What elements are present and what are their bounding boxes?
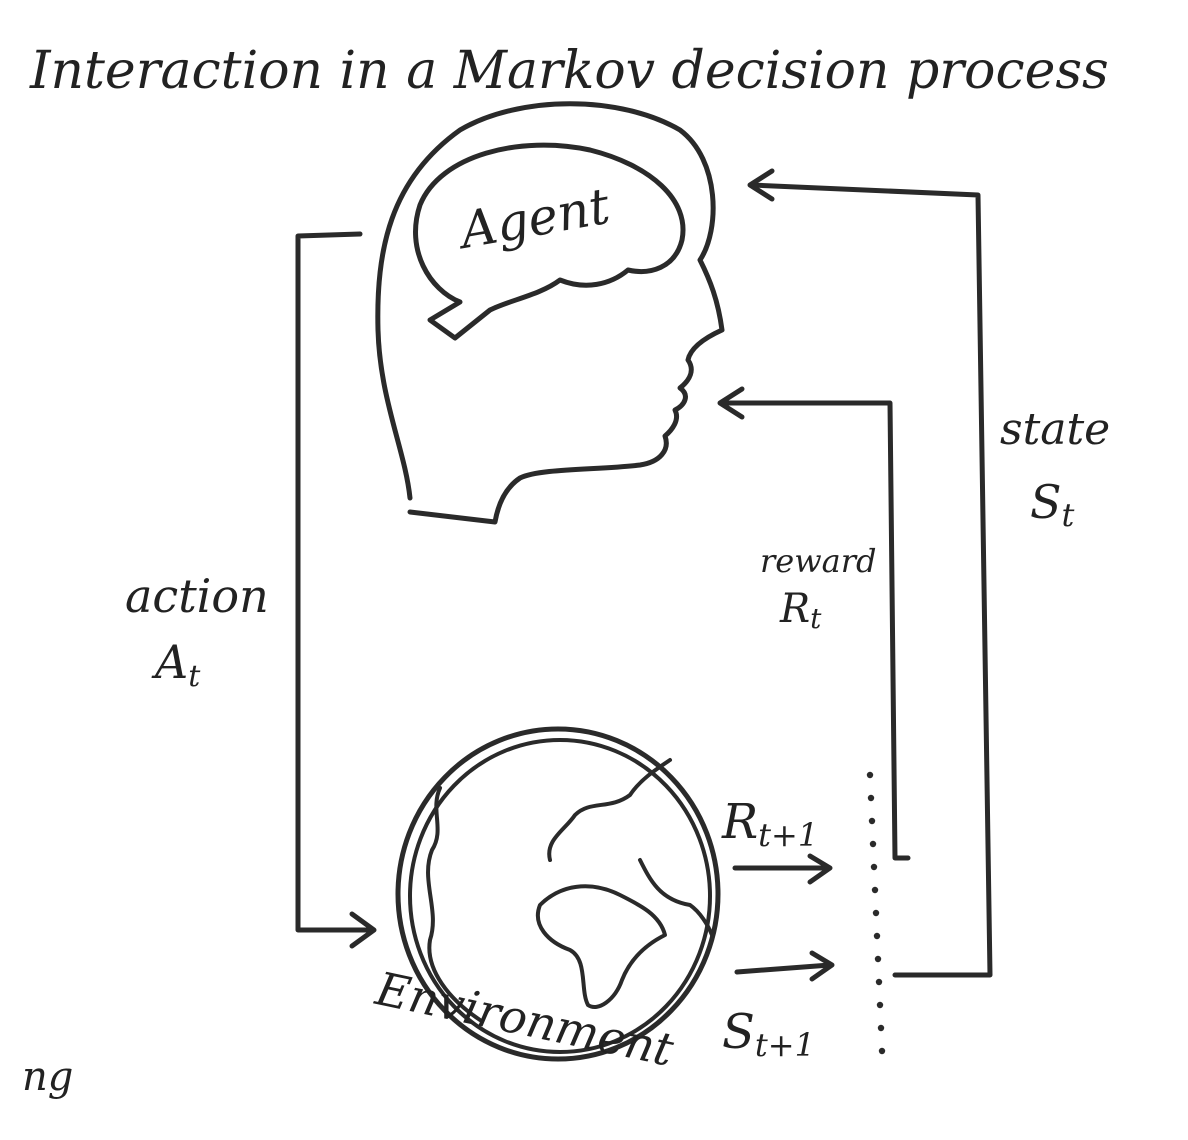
next-state-arrow xyxy=(734,950,835,982)
divider-dot xyxy=(867,794,875,802)
action-symbol: At xyxy=(151,635,201,694)
agent-head xyxy=(375,101,725,525)
divider-dot xyxy=(871,886,879,894)
next-reward-arrow xyxy=(732,853,833,885)
next-reward-symbol: Rt+1 xyxy=(721,794,818,854)
action-symbol-letter: A xyxy=(151,635,188,689)
state-symbol-letter: S xyxy=(1030,475,1062,529)
action-label: action xyxy=(125,569,269,623)
next-state-symbol: St+1 xyxy=(722,1004,815,1064)
divider-dot xyxy=(877,1024,885,1032)
time-step-divider xyxy=(866,771,886,1055)
next-reward-symbol-letter: R xyxy=(721,794,758,850)
state-label: state xyxy=(1000,404,1110,455)
brain-outline xyxy=(413,142,686,341)
reward-symbol-subscript: t xyxy=(810,602,822,635)
state-arrow xyxy=(747,168,993,978)
state-symbol-subscript: t xyxy=(1062,496,1075,534)
divider-dot xyxy=(869,840,877,848)
divider-dot xyxy=(870,863,878,871)
reward-symbol-letter: R xyxy=(779,586,810,632)
divider-dot xyxy=(866,771,874,779)
agent-label: Agent xyxy=(452,177,615,261)
reward-label: reward xyxy=(760,542,876,580)
divider-dot xyxy=(868,817,876,825)
divider-dot xyxy=(874,955,882,963)
action-symbol-subscript: t xyxy=(188,659,201,694)
next-state-symbol-subscript: t+1 xyxy=(755,1026,815,1064)
continent-americas-outline xyxy=(426,786,482,1022)
divider-dot xyxy=(876,1001,884,1009)
divider-dot xyxy=(878,1047,886,1055)
continent-europe-outline xyxy=(547,758,672,862)
diagram-title: Interaction in a Markov decision process xyxy=(29,41,1109,101)
state-symbol: St xyxy=(1030,475,1075,534)
environment-label: Environment xyxy=(370,961,678,1077)
reward-symbol: Rt xyxy=(779,586,822,635)
next-state-symbol-letter: S xyxy=(722,1004,755,1060)
divider-dot xyxy=(872,909,880,917)
next-reward-symbol-subscript: t+1 xyxy=(758,816,818,854)
divider-dot xyxy=(873,932,881,940)
environment-globe xyxy=(395,726,721,1062)
continent-africa-outline xyxy=(536,884,667,1009)
signature: ng xyxy=(22,1054,73,1100)
continent-asia-outline xyxy=(638,858,714,937)
reward-arrow xyxy=(717,386,911,861)
action-arrow xyxy=(295,231,377,949)
divider-dot xyxy=(875,978,883,986)
